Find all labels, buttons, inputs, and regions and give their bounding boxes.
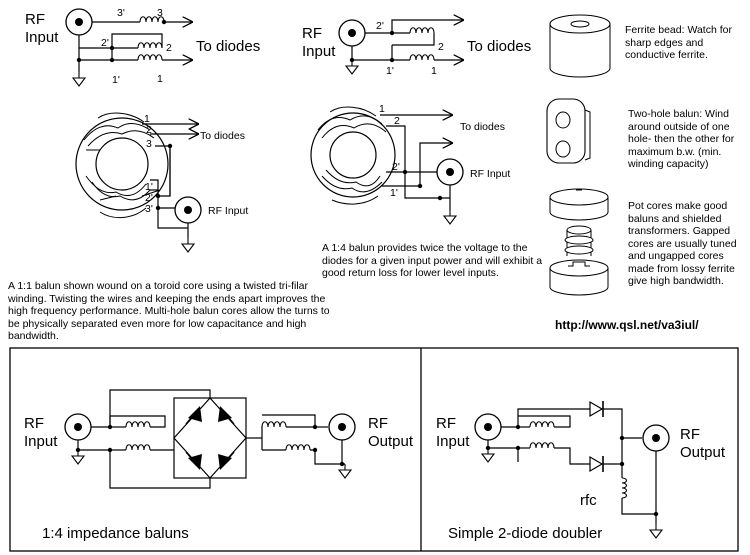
coax-connector-icon bbox=[65, 8, 93, 36]
ground-icon bbox=[649, 523, 663, 539]
pin-label: 2 bbox=[166, 42, 172, 54]
input-label: Input bbox=[25, 29, 59, 46]
to-diodes-label: To diodes bbox=[460, 121, 505, 133]
coax-connector-icon bbox=[64, 413, 92, 441]
to-diodes-label: To diodes bbox=[467, 38, 531, 55]
pin-label: 2 bbox=[438, 41, 444, 53]
impedance-balun-circuit: RF Input bbox=[24, 389, 414, 542]
toroid-mid: 1 2 2' 1' To diodes RF Input bbox=[310, 103, 510, 225]
coil-2-icon bbox=[137, 42, 163, 49]
pot-core-illustration bbox=[549, 188, 609, 296]
coil-icon bbox=[529, 421, 555, 428]
pin-label: 1' bbox=[145, 181, 153, 193]
pin-label: 1' bbox=[390, 187, 398, 199]
diode-doubler-circuit: RF Input rfc RF Output Simple bbox=[436, 400, 726, 542]
pin-label: 3 bbox=[157, 7, 163, 19]
rf-output-label-1: RF bbox=[368, 415, 388, 432]
pin-label: 2 bbox=[394, 115, 400, 127]
coil-2-icon bbox=[409, 27, 435, 34]
rf-output-label-2: Output bbox=[368, 433, 414, 450]
top-mid-schematic: RF Input 2' 2 1' 1 To diodes bbox=[302, 20, 531, 77]
diode-icon bbox=[589, 455, 604, 473]
pin-label: 3 bbox=[146, 138, 152, 150]
two-hole-balun-note: Two-hole balun: Wind around outside of o… bbox=[628, 108, 735, 170]
pin-label: 1' bbox=[386, 65, 394, 77]
bottom-panel-frame bbox=[9, 347, 739, 552]
rf-output-label-2: Output bbox=[680, 444, 726, 461]
rf-label: RF bbox=[25, 11, 45, 28]
ground-icon bbox=[345, 59, 359, 75]
coax-connector-icon bbox=[338, 19, 366, 47]
ferrite-bead-note: Ferrite bead: Watch for sharp edges and … bbox=[625, 24, 732, 61]
coax-connector-icon bbox=[174, 196, 202, 224]
toroid-left: 1 2 3 1' 2' 3' To diodes RF Input bbox=[75, 112, 248, 253]
coax-connector-icon bbox=[328, 413, 356, 441]
coil-1-icon bbox=[137, 54, 163, 61]
panel-caption: Simple 2-diode doubler bbox=[448, 525, 602, 542]
ground-icon bbox=[338, 463, 352, 479]
rf-output-label-1: RF bbox=[680, 426, 700, 443]
ground-icon bbox=[443, 209, 457, 225]
coax-connector-icon bbox=[474, 413, 502, 441]
source-url: http://www.qsl.net/va3iul/ bbox=[555, 318, 699, 332]
rfc-label: rfc bbox=[580, 492, 597, 509]
top-left-schematic: RF Input 3' 3 2' 2 1' 1 To diodes bbox=[25, 7, 260, 87]
diode-icon bbox=[589, 400, 604, 418]
ground-icon bbox=[481, 447, 495, 463]
pot-cores-note: Pot cores make good baluns and shielded … bbox=[628, 200, 737, 287]
coil-icon bbox=[285, 444, 311, 451]
panel-caption: 1:4 impedance baluns bbox=[42, 525, 189, 542]
pin-label: 1 bbox=[157, 73, 163, 85]
coil-icon bbox=[529, 442, 555, 449]
toroid-mid-caption: A 1:4 balun provides twice the voltage t… bbox=[322, 242, 543, 279]
coil-1-icon bbox=[409, 54, 435, 61]
pin-label: 2 bbox=[146, 124, 152, 136]
rf-input-label: RF Input bbox=[208, 205, 248, 217]
ground-icon bbox=[72, 71, 86, 87]
coil-icon bbox=[261, 421, 287, 428]
to-diodes-label: To diodes bbox=[196, 38, 260, 55]
pin-label: 1 bbox=[144, 113, 150, 125]
two-hole-balun-illustration bbox=[546, 98, 591, 164]
pin-label: 2' bbox=[376, 20, 384, 32]
rfc-coil-icon bbox=[621, 477, 628, 499]
pin-label: 1 bbox=[431, 65, 437, 77]
rf-label: RF bbox=[302, 25, 322, 42]
input-label: Input bbox=[302, 43, 336, 60]
coax-connector-icon bbox=[642, 424, 670, 452]
pin-label: 3' bbox=[145, 203, 153, 215]
to-diodes-label: To diodes bbox=[200, 130, 245, 142]
rf-input-label-2: Input bbox=[24, 433, 58, 450]
toroid-left-caption: A 1:1 balun shown wound on a toroid core… bbox=[8, 280, 330, 342]
rf-input-label-2: Input bbox=[436, 433, 470, 450]
pin-label: 1 bbox=[379, 103, 385, 115]
rf-input-label-1: RF bbox=[24, 415, 44, 432]
rf-input-label-1: RF bbox=[436, 415, 456, 432]
ground-icon bbox=[181, 237, 195, 253]
rf-input-label: RF Input bbox=[470, 168, 510, 180]
coil-icon bbox=[125, 444, 151, 451]
pin-label: 2' bbox=[145, 192, 153, 204]
coil-icon bbox=[125, 421, 151, 428]
pin-label: 2' bbox=[101, 37, 109, 49]
pin-label: 1' bbox=[112, 74, 120, 86]
ferrite-bead-illustration bbox=[549, 14, 611, 78]
coax-connector-icon bbox=[436, 158, 464, 186]
pin-label: 2' bbox=[392, 161, 400, 173]
pin-label: 3' bbox=[117, 7, 125, 19]
